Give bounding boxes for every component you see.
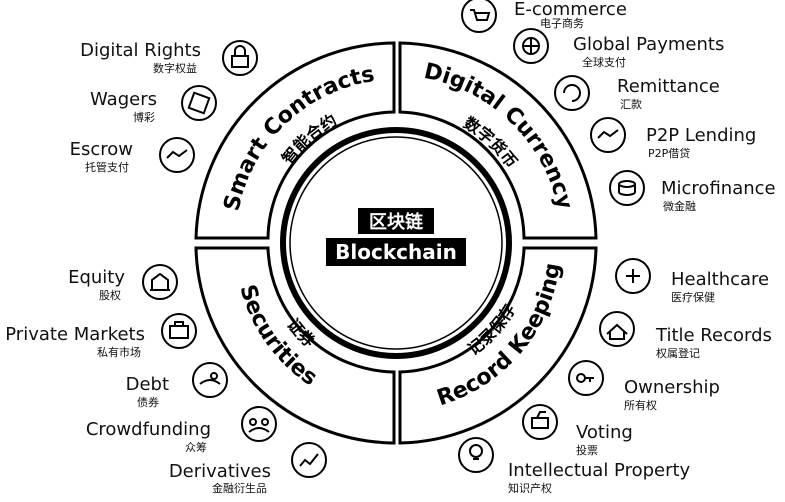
item-ecommerce-cn: 电子商务	[540, 17, 584, 30]
item-escrow-cn: 托管支付	[85, 161, 129, 174]
item-debt-cn: 债券	[137, 396, 159, 409]
item-title-records: Title Records	[656, 325, 772, 346]
item-remittance: Remittance	[617, 76, 720, 97]
item-debt: Debt	[125, 374, 169, 395]
item-digital-rights-cn: 数字权益	[153, 62, 197, 75]
item-equity-cn: 股权	[99, 289, 121, 302]
building-icon	[142, 264, 178, 300]
center-en-box	[326, 238, 466, 266]
item-microfinance-cn: 微金融	[663, 200, 696, 213]
item-derivatives-cn: 金融衍生品	[212, 482, 267, 495]
item-microfinance: Microfinance	[661, 178, 776, 199]
item-derivatives: Derivatives	[168, 461, 271, 482]
item-crowdfunding-cn: 众筹	[185, 441, 207, 454]
cart-icon	[461, 0, 497, 33]
item-private-markets-cn: 私有市场	[97, 346, 141, 359]
item-remittance-cn: 汇款	[620, 98, 642, 111]
sector-smart-contracts	[194, 41, 396, 240]
item-digital-rights: Digital Rights	[80, 40, 201, 61]
item-crowdfunding: Crowdfunding	[85, 419, 211, 440]
item-ownership-cn: 所有权	[624, 399, 657, 412]
item-voting-cn: 投票	[576, 444, 598, 457]
item-title-records-cn: 权属登记	[656, 347, 700, 360]
center-en-text: Blockchain	[335, 240, 457, 264]
item-ownership: Ownership	[624, 377, 720, 398]
item-intellectual-property-cn: 知识产权	[508, 482, 552, 495]
house-icon	[599, 311, 635, 347]
item-intellectual-property: Intellectual Property	[508, 460, 691, 481]
item-ecommerce: E-commerce	[514, 0, 627, 20]
ballot-icon	[522, 404, 558, 440]
crowd-icon	[241, 406, 277, 442]
item-escrow: Escrow	[69, 139, 133, 160]
item-p2p-lending-cn: P2P借贷	[648, 147, 691, 160]
item-global-payments: Global Payments	[573, 34, 725, 55]
sector-securities	[194, 246, 396, 445]
center-cn-box	[358, 208, 434, 234]
dice-icon	[181, 85, 217, 121]
item-healthcare: Healthcare	[671, 269, 770, 290]
refresh-icon	[554, 75, 590, 111]
center-cn-text: 区块链	[369, 211, 424, 233]
briefcase-icon	[161, 313, 197, 349]
item-wagers: Wagers	[90, 89, 157, 110]
bulb-icon	[458, 437, 494, 473]
item-voting: Voting	[576, 422, 633, 443]
item-p2p-lending: P2P Lending	[646, 125, 757, 146]
item-equity: Equity	[68, 267, 125, 288]
sector-digital-currency	[398, 41, 598, 240]
item-global-payments-cn: 全球支付	[582, 56, 626, 69]
item-private-markets: Private Markets	[5, 324, 145, 345]
sector-record-keeping	[398, 246, 598, 445]
chart-icon	[291, 442, 327, 478]
item-healthcare-cn: 医疗保健	[671, 291, 715, 304]
item-wagers-cn: 博彩	[133, 111, 155, 124]
